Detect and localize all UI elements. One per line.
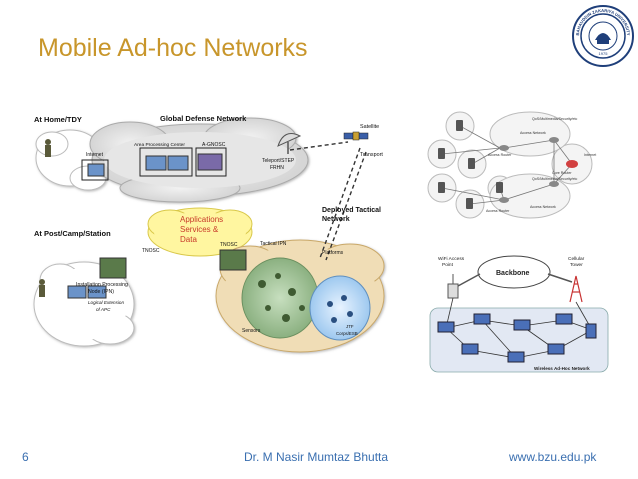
label-jtf-2: Corps/ESB	[336, 331, 358, 336]
adhoc-network-diagram: WiFi Access Point Backbone Cellular Towe…	[424, 246, 614, 376]
label-cellular-2: Tower	[570, 262, 583, 268]
label-a-gnosc: A-GNOSC	[202, 142, 226, 148]
satellite-icon	[343, 131, 369, 141]
label-deployed-2: Network	[322, 216, 350, 223]
jtf-icon	[327, 295, 353, 323]
device-icon	[438, 120, 503, 209]
university-seal-icon: 1975 BAHAUDDIN ZAKARIYA UNIVERSITY	[572, 5, 634, 67]
label-tnosc-2: TNOSC	[220, 242, 238, 248]
label-backbone: Backbone	[496, 270, 530, 277]
label-access-router-2: Access Router	[486, 209, 510, 213]
label-satellite-transport: Transport	[360, 152, 383, 158]
label-frhn: FRHN	[270, 165, 284, 171]
label-qos-1: QoS/Multimedia/Security/etc	[532, 117, 578, 121]
page-number: 6	[22, 450, 29, 464]
label-internet: Internet	[86, 152, 104, 158]
deployed-tactical-cloud	[215, 239, 385, 353]
label-wireless-adhoc: Wireless Ad-Hoc Network	[534, 366, 590, 371]
label-logical-1: Logical Extension	[88, 300, 124, 305]
backbone-cloud	[477, 255, 551, 289]
label-cellular-1: Cellular	[568, 256, 585, 262]
footer-website: www.bzu.edu.pk	[509, 450, 597, 464]
label-global-defense: Global Defense Network	[160, 114, 247, 123]
label-services: Services &	[180, 225, 219, 234]
label-installation-2: Node (IPN)	[88, 289, 114, 295]
access-network-diagram: QoS/Multimedia/Security/etc Access Netwo…	[420, 104, 616, 228]
label-at-home: At Home/TDY	[34, 115, 82, 124]
label-qos-2: QoS/Multimedia/Security/etc	[532, 177, 578, 181]
label-data: Data	[180, 235, 197, 244]
satellite-dish-icon	[277, 133, 302, 154]
applications-cloud	[147, 207, 253, 257]
label-wifi-1: WiFi Access	[438, 256, 465, 262]
label-installation-1: Installation Processing	[76, 282, 128, 288]
label-internet-right: Internet	[584, 153, 596, 157]
label-wifi-2: Point	[442, 262, 454, 268]
router-icon	[499, 137, 578, 203]
label-teleport: Teleport/STEP	[262, 158, 295, 164]
label-applications: Applications	[180, 215, 223, 224]
label-logical-2: of APC	[96, 307, 111, 312]
label-tactical-ipn: Tactical IPN	[260, 241, 287, 247]
cellular-tower-icon	[569, 275, 583, 303]
footer-author: Dr. M Nasir Mumtaz Bhutta	[244, 450, 389, 464]
label-at-post: At Post/Camp/Station	[34, 229, 111, 238]
soldier-icon	[39, 139, 51, 297]
label-platforms: Platforms	[322, 250, 344, 256]
label-area-processing: Area Processing Center	[134, 142, 185, 148]
label-access-network-1: Access Network	[520, 131, 546, 135]
label-access-router-1: Access Router	[488, 153, 512, 157]
label-jtf-1: JTF	[346, 324, 354, 329]
label-deployed-1: Deployed Tactical	[322, 207, 381, 214]
computer-icon	[67, 153, 247, 299]
defense-network-diagram: At Home/TDY Global Defense Network Inter…	[33, 114, 385, 353]
svg-text:1975: 1975	[599, 51, 609, 56]
label-access-network-2: Access Network	[530, 205, 556, 209]
label-sensors: Sensors	[242, 328, 261, 334]
platform-icon	[258, 273, 305, 322]
label-satellite: Satellite	[360, 124, 379, 130]
slide-title: Mobile Ad-hoc Networks	[38, 34, 308, 62]
label-core-router: Core Router	[552, 171, 572, 175]
label-tnosc-1: TNOSC	[142, 248, 160, 254]
laptop-icon	[437, 313, 597, 363]
